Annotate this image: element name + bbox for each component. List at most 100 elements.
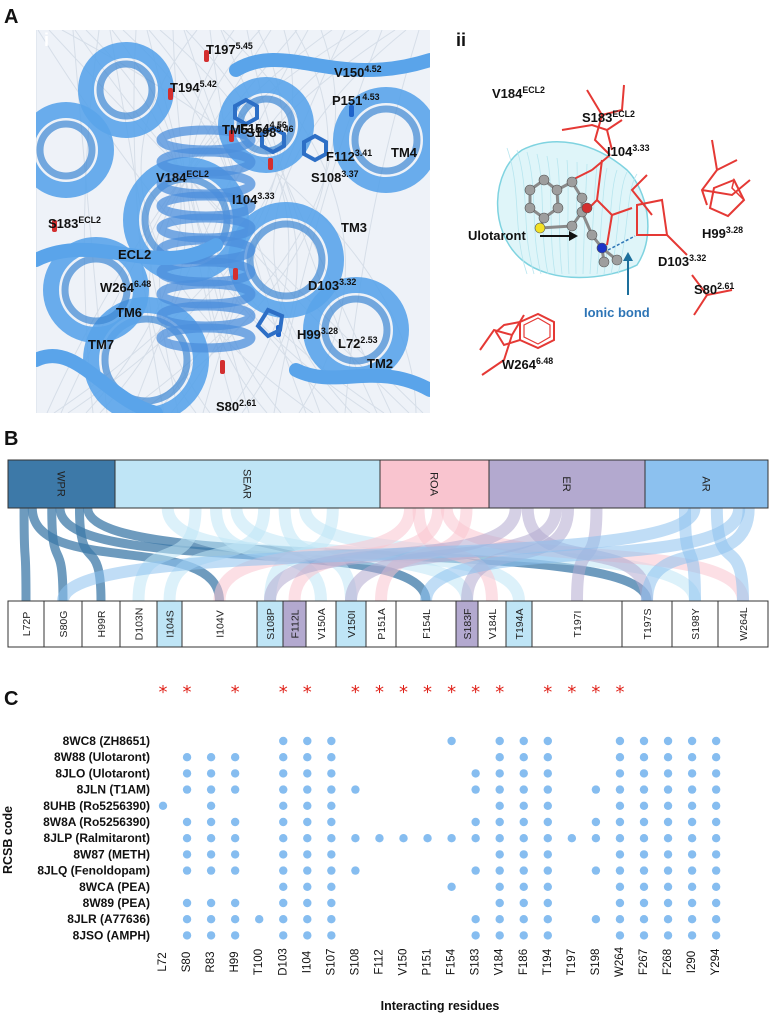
structure-label-f112: F1123.41 bbox=[326, 148, 372, 164]
structure-row-label: 8WCA (PEA) bbox=[79, 880, 150, 894]
interaction-dot bbox=[663, 801, 673, 810]
interaction-dot bbox=[687, 915, 697, 924]
structure-row-label: 8JLQ (Fenoldopam) bbox=[37, 864, 150, 878]
interaction-dot bbox=[279, 898, 288, 908]
interaction-dot bbox=[206, 866, 216, 875]
interaction-dot bbox=[279, 801, 288, 810]
interaction-dot bbox=[711, 931, 721, 940]
interaction-dot bbox=[303, 898, 312, 908]
residue-tick-t197: T197 bbox=[566, 949, 578, 975]
residue-tick-s80: S80 bbox=[181, 952, 193, 972]
interaction-dot bbox=[303, 753, 312, 762]
interaction-dot bbox=[615, 801, 625, 810]
interaction-dot bbox=[327, 866, 336, 875]
ligand-site-drawing bbox=[479, 84, 751, 376]
interaction-dot bbox=[711, 850, 721, 859]
star-h99: * bbox=[231, 682, 240, 703]
interaction-dot bbox=[206, 850, 216, 859]
interaction-dot bbox=[327, 915, 336, 924]
region-label-sear: SEAR bbox=[241, 469, 253, 499]
structure-row-label: 8W89 (PEA) bbox=[83, 896, 150, 910]
mutation-label-i104s: I104S bbox=[165, 610, 177, 637]
interaction-dot bbox=[711, 817, 721, 827]
interaction-dot bbox=[495, 882, 504, 891]
interaction-dot bbox=[591, 817, 601, 827]
interaction-dot bbox=[687, 736, 697, 746]
interaction-dot bbox=[303, 785, 312, 794]
interaction-dot bbox=[182, 866, 192, 875]
interaction-dot bbox=[543, 801, 552, 810]
interaction-dot bbox=[711, 834, 721, 843]
structure-row-label: 8JLR (A77636) bbox=[67, 912, 150, 926]
interaction-dot bbox=[471, 785, 480, 794]
structure-label-tm6: TM6 bbox=[116, 305, 142, 320]
interaction-dot bbox=[495, 931, 504, 940]
interaction-dot bbox=[543, 736, 552, 746]
region-er bbox=[488, 459, 646, 509]
interaction-dot bbox=[206, 915, 216, 924]
star-v150: * bbox=[399, 682, 408, 703]
interaction-dot bbox=[543, 817, 552, 827]
structure-label-i104: I1043.33 bbox=[232, 191, 275, 207]
interaction-dot bbox=[495, 801, 504, 810]
interaction-dot bbox=[639, 915, 649, 924]
interaction-dot bbox=[279, 915, 288, 924]
star-d103: * bbox=[279, 682, 288, 703]
interaction-dot bbox=[206, 834, 216, 843]
interaction-dot bbox=[615, 898, 625, 908]
interaction-dot bbox=[519, 817, 528, 827]
interaction-dot bbox=[495, 785, 504, 794]
interaction-dot bbox=[519, 915, 528, 924]
interaction-dot bbox=[519, 801, 528, 810]
interaction-dot bbox=[639, 850, 649, 859]
residue-tick-f186: F186 bbox=[518, 949, 530, 975]
star-s80: * bbox=[183, 682, 192, 703]
interaction-dot bbox=[206, 753, 216, 762]
structure-label-d103: D1033.32 bbox=[308, 277, 356, 293]
interaction-dot bbox=[495, 736, 504, 746]
interaction-dot bbox=[447, 834, 456, 843]
interaction-dot bbox=[279, 817, 288, 827]
interaction-dot bbox=[303, 931, 312, 940]
interaction-dot bbox=[519, 736, 528, 746]
interaction-dot bbox=[495, 753, 504, 762]
structure-label-f154: F1544.56 bbox=[240, 120, 287, 136]
interaction-dot bbox=[687, 834, 697, 843]
interaction-dot bbox=[206, 801, 216, 810]
star-i104: * bbox=[303, 682, 312, 703]
interaction-dot bbox=[663, 850, 673, 859]
interaction-dot bbox=[639, 785, 649, 794]
interaction-dot bbox=[447, 882, 456, 891]
panel-label-c: C bbox=[4, 688, 19, 710]
interaction-dot bbox=[543, 834, 552, 843]
interaction-dot bbox=[663, 769, 673, 778]
interaction-dot bbox=[327, 834, 336, 843]
region-wpr bbox=[7, 459, 116, 509]
interaction-dot bbox=[711, 769, 721, 778]
ligand-residue-label-d103: D1033.32 bbox=[658, 253, 706, 269]
interaction-dot bbox=[182, 915, 192, 924]
interaction-dot bbox=[687, 753, 697, 762]
interaction-dot bbox=[615, 866, 625, 875]
interaction-dot bbox=[182, 785, 192, 794]
interaction-dot bbox=[663, 882, 673, 891]
interaction-dot bbox=[543, 785, 552, 794]
interaction-dot bbox=[351, 866, 360, 875]
interaction-dot bbox=[303, 817, 312, 827]
residue-tick-s198: S198 bbox=[590, 949, 602, 976]
structure-label-ecl2: ECL2 bbox=[118, 247, 151, 262]
mutation-label-v150a: V150A bbox=[316, 608, 328, 640]
interaction-dot bbox=[687, 769, 697, 778]
residue-tick-s108: S108 bbox=[349, 949, 361, 976]
structure-label-s198: S1985.46 bbox=[246, 124, 294, 140]
interaction-dot bbox=[303, 866, 312, 875]
ligand-residue-label-h99: H993.28 bbox=[702, 225, 743, 241]
interaction-dot bbox=[543, 850, 552, 859]
interaction-dot bbox=[663, 866, 673, 875]
mutation-box-v184l bbox=[477, 600, 507, 648]
interaction-dot bbox=[687, 931, 697, 940]
interaction-dot bbox=[519, 850, 528, 859]
interaction-dot bbox=[639, 866, 649, 875]
